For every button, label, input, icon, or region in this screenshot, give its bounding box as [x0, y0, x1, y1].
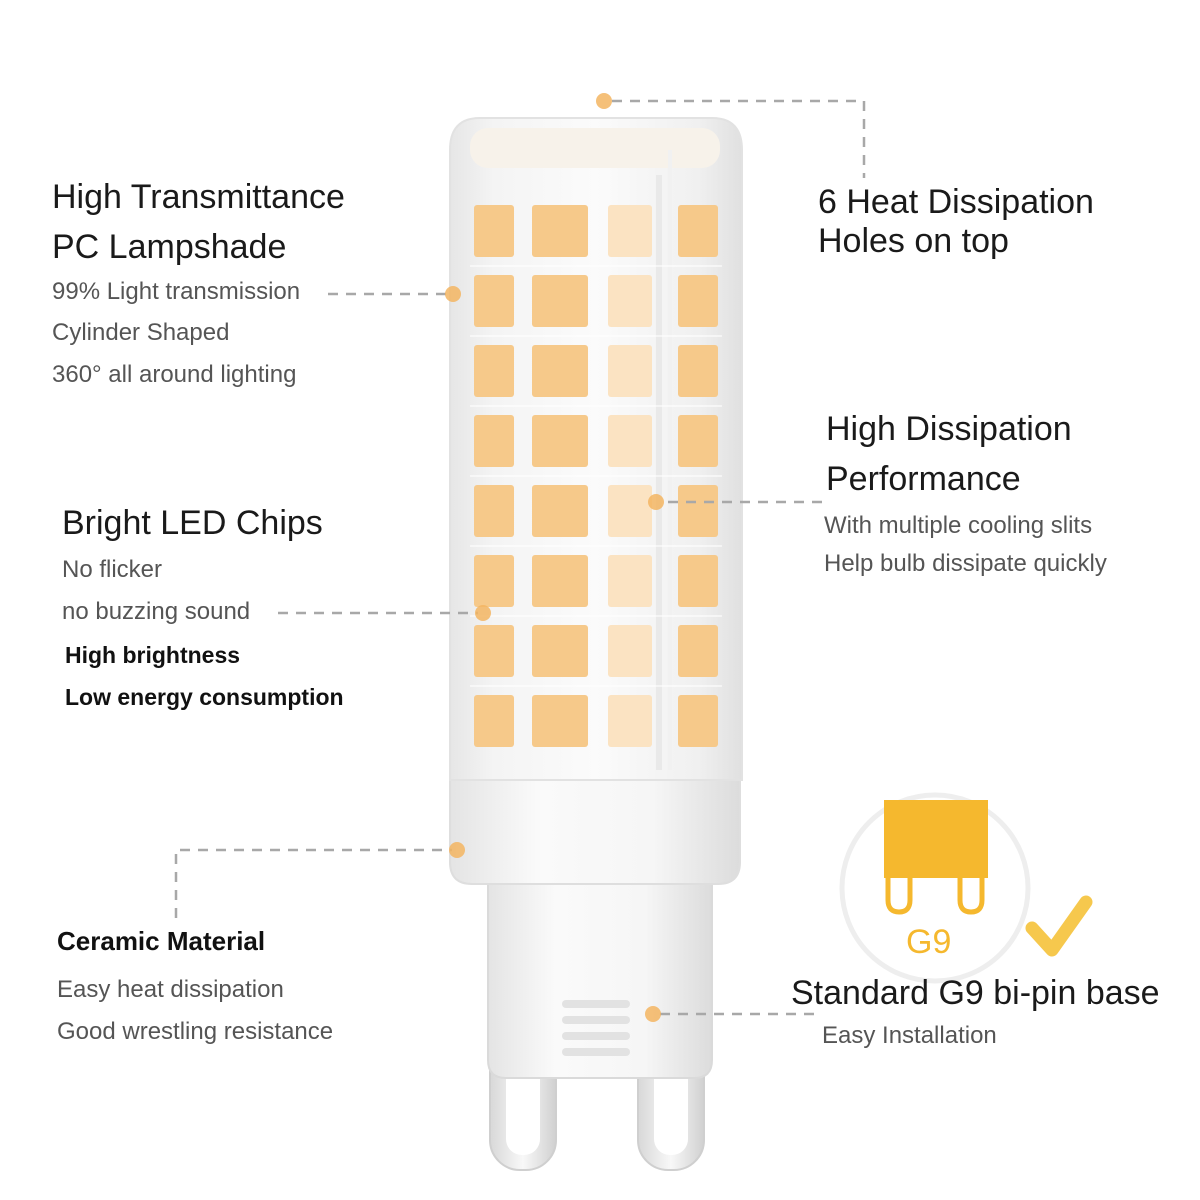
dissipation-title-line2: Performance [826, 460, 1021, 498]
lampshade-point: 360° all around lighting [52, 361, 297, 388]
led-chips-point: No flicker [62, 556, 163, 583]
callout-dots [445, 93, 664, 1022]
led-chip-grid [470, 205, 722, 747]
leader-lines [174, 99, 866, 1016]
led-chips-point: no buzzing sound [62, 598, 251, 625]
g9-badge-label: G9 [906, 923, 952, 961]
lampshade-title-line1: High Transmittance [52, 178, 345, 216]
ceramic-neck [487, 869, 713, 1079]
ceramic-title: Ceramic Material [57, 926, 266, 956]
heat-holes-title-line1: 6 Heat Dissipation [818, 183, 1094, 221]
ceramic-point: Easy heat dissipation [57, 976, 284, 1003]
led-chips-title: Bright LED Chips [62, 504, 323, 542]
ceramic-point: Good wrestling resistance [57, 1018, 334, 1045]
pc-lampshade [449, 117, 743, 781]
base-point: Easy Installation [822, 1022, 997, 1049]
lampshade-point: Cylinder Shaped [52, 319, 230, 346]
base-title: Standard G9 bi-pin base [791, 974, 1160, 1012]
heat-holes-title-line2: Holes on top [818, 222, 1009, 260]
dissipation-title-line1: High Dissipation [826, 410, 1072, 448]
dissipation-point: Help bulb dissipate quickly [824, 550, 1107, 577]
check-icon [1025, 895, 1093, 957]
ceramic-collar [449, 769, 741, 885]
led-chips-bold-point: Low energy consumption [65, 684, 344, 710]
g9-base-icon [839, 792, 1031, 984]
lampshade-point: 99% Light transmission [52, 278, 301, 305]
dissipation-point: With multiple cooling slits [824, 512, 1093, 539]
lampshade-title-line2: PC Lampshade [52, 228, 287, 266]
led-chips-bold-point: High brightness [65, 642, 241, 668]
